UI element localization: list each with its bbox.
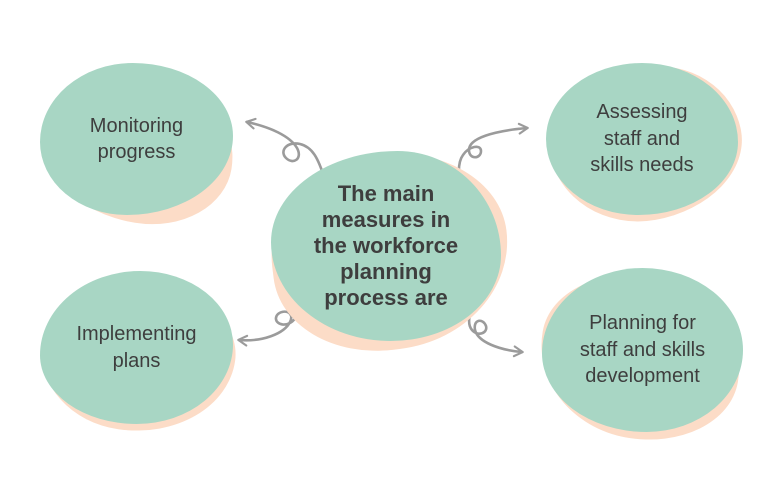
blob-shape bbox=[546, 63, 738, 215]
central-topic-title: The main measures in the workforce plann… bbox=[313, 181, 459, 310]
curl-arrow-to-assessing-staff-and-skills-needs bbox=[457, 122, 529, 202]
curl-arrow-to-monitoring-progress bbox=[245, 117, 327, 182]
blob-shape bbox=[542, 268, 743, 432]
blob-shape bbox=[40, 271, 233, 424]
curl-arrow-to-planning-for-staff-and-skills-development bbox=[467, 301, 524, 358]
node-label-monitoring-progress: Monitoring progress bbox=[89, 114, 184, 163]
node-monitoring-progress: Monitoring progress bbox=[30, 56, 245, 237]
node-central-topic: The main measures in the workforce plann… bbox=[260, 140, 520, 364]
node-label-planning-for-staff-and-skills-development: Planning for staff and skills developmen… bbox=[579, 312, 706, 388]
blob-shape bbox=[271, 151, 501, 341]
node-label-implementing-plans: Implementing plans bbox=[76, 323, 197, 372]
blob-shape bbox=[40, 63, 233, 215]
node-assessing-staff-and-skills-needs: Assessing staff and skills needs bbox=[538, 52, 754, 236]
node-label-assessing-staff-and-skills-needs: Assessing staff and skills needs bbox=[590, 101, 694, 177]
node-planning-for-staff-and-skills-development: Planning for staff and skills developmen… bbox=[527, 258, 754, 455]
node-implementing-plans: Implementing plans bbox=[32, 265, 245, 445]
